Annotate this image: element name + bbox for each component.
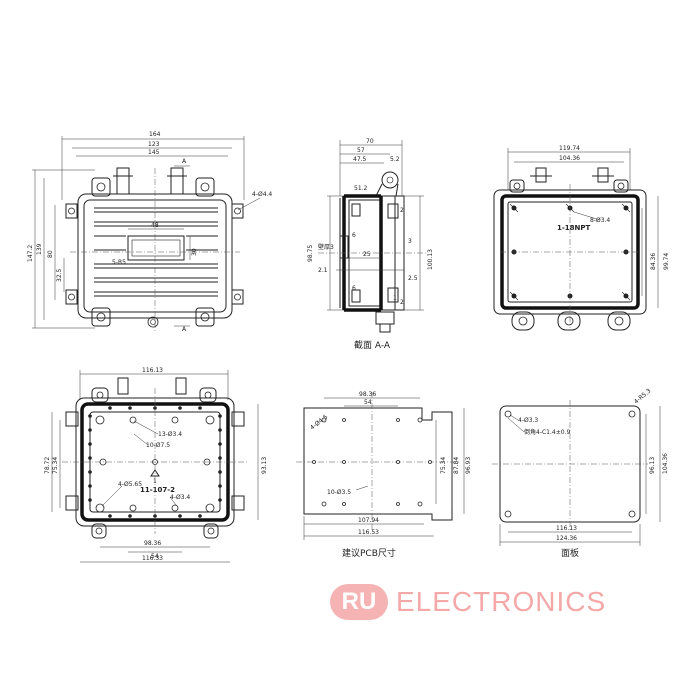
dim-holes-10: 10-Ø3.5 <box>327 489 351 496</box>
dim-80: 80 <box>47 250 54 258</box>
dim-116-13-panel: 116.13 <box>556 525 577 532</box>
dim-93-13: 93.13 <box>261 457 268 474</box>
dim-119-74: 119.74 <box>559 145 580 152</box>
dim-13-holes: 13-Ø3.4 <box>158 431 182 438</box>
dim-2-1: 2.1 <box>318 267 328 274</box>
dim-r5-3: 4-R5.3 <box>633 387 653 405</box>
inside-view: 116.13 <box>44 367 268 563</box>
dim-chamfer: 倒角4-C1.4±0.9 <box>524 428 570 436</box>
thread-label: 1-18NPT <box>557 224 591 232</box>
dim-107-94: 107.94 <box>358 517 379 524</box>
part-marking: 11-107-2 <box>140 486 175 494</box>
dim-116-13: 116.13 <box>142 367 163 374</box>
dim-98-36-b: 98.36 <box>144 540 161 547</box>
dim-6b: 6 <box>352 285 356 292</box>
brand-name: ELECTRONICS <box>396 586 607 617</box>
dim-holes-3-3: 4-Ø3.3 <box>518 417 538 424</box>
dim-124-36: 124.36 <box>556 535 577 542</box>
dim-75-34-pcb: 75.34 <box>440 457 447 474</box>
dim-100-13: 100.13 <box>427 249 434 270</box>
dim-6: 6 <box>352 232 356 239</box>
dim-54: 54 <box>364 399 372 406</box>
section-mark-a-top: A <box>182 158 187 165</box>
dim-98-36: 98.36 <box>359 391 376 398</box>
section-view: 70 57 47.5 5.2 51.2 25 2.1 2.5 壁厚3 6 6 <box>307 138 434 351</box>
pcb-view: 98.36 54 4-Ø4.5 10-Ø3.5 75.34 87.84 96.9… <box>296 391 472 559</box>
dim-96-93: 96.93 <box>465 457 472 474</box>
dim-51-2: 51.2 <box>354 185 368 192</box>
dim-5-2: 5.2 <box>390 156 400 163</box>
dim-123: 123 <box>148 141 160 148</box>
dim-32: 32.5 <box>56 268 63 282</box>
dim-84-36: 84.36 <box>650 253 657 270</box>
dim-2-5: 2.5 <box>408 275 418 282</box>
front-view: 164 123 145 147.2 139 80 32.5 A <box>27 131 272 333</box>
dim-25: 25 <box>363 251 371 258</box>
section-mark-a-bottom: A <box>182 326 187 333</box>
dim-holes-4-4: 4-Ø4.4 <box>252 191 272 198</box>
dim-t2: 2 <box>400 207 404 214</box>
dim-holes-8: 8-Ø3.4 <box>590 217 610 224</box>
dim-75-34: 75.34 <box>52 457 59 474</box>
dim-54-b: 54 <box>151 553 159 560</box>
dim-147: 147.2 <box>27 245 34 262</box>
brand-logo: RU ELECTRONICS <box>330 584 606 620</box>
panel-view: 4-Ø3.3 倒角4-C1.4±0.9 4-R5.3 96.13 104.36 … <box>492 387 669 559</box>
dim-116-53: 116.53 <box>358 529 379 536</box>
dim-70: 70 <box>366 138 374 145</box>
dim-t2b: 2 <box>400 299 404 306</box>
dim-145: 145 <box>148 149 160 156</box>
dim-4-holes-b: 4-Ø3.4 <box>170 494 190 501</box>
dim-164: 164 <box>149 131 161 138</box>
dim-holes-4-5: 4-Ø4.5 <box>309 413 329 431</box>
wall-thickness: 壁厚3 <box>318 243 334 251</box>
panel-caption: 面板 <box>561 547 579 559</box>
perimeter-holes <box>88 406 222 518</box>
dim-99-74: 99.74 <box>663 253 670 270</box>
dim-4-holes-a: 4-Ø5.65 <box>118 481 142 488</box>
dim-139: 139 <box>36 243 43 255</box>
dim-116-33: 116.33 <box>142 555 163 562</box>
pcb-caption: 建议PCB尺寸 <box>342 547 396 559</box>
dim-3: 3 <box>408 238 412 245</box>
side-view: 119.74 104.36 <box>493 145 670 331</box>
dim-47-5: 47.5 <box>353 156 367 163</box>
dim-96-13: 96.13 <box>649 457 656 474</box>
dim-104-36: 104.36 <box>559 155 580 162</box>
dim-r5: 5-R5 <box>112 259 126 266</box>
dim-98-75: 98.75 <box>307 245 314 262</box>
dim-104-36-panel: 104.36 <box>662 453 669 474</box>
section-caption: 截面 A-A <box>354 339 391 351</box>
dim-57: 57 <box>357 147 365 154</box>
dim-87-84: 87.84 <box>453 457 460 474</box>
brand-logo-mark: RU <box>330 584 388 620</box>
dim-10-holes: 10-Ø7.5 <box>146 442 170 449</box>
dim-t1: 1 <box>393 295 397 302</box>
dim-78-72: 78.72 <box>44 457 51 474</box>
